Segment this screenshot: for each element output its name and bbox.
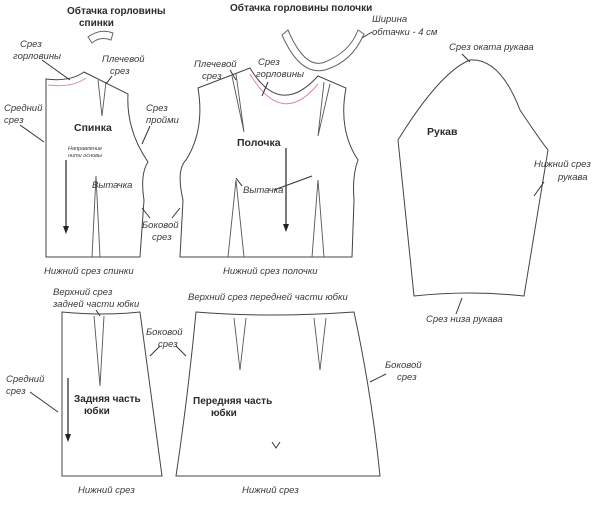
- sleeve-cap-pointer: [461, 53, 471, 63]
- back-center-label: Средний срез: [4, 103, 45, 126]
- front-skirt-side-label: Боковой срез: [385, 360, 424, 383]
- back-armhole-pointer: [141, 125, 151, 145]
- front-neck-facing-piece: [281, 29, 365, 72]
- front-neckline-label: Срез горловины: [256, 57, 304, 80]
- back-hem-label: Нижний срез спинки: [44, 266, 134, 277]
- back-skirt-grain-arrowhead: [65, 434, 71, 442]
- back-neck-facing-piece: [87, 30, 114, 44]
- back-skirt-top-label: Верхний срез задней части юбки: [52, 287, 140, 310]
- back-skirt-top-pointer: [95, 309, 101, 317]
- front-skirt-piece-label: Передняя часть юбки: [193, 396, 275, 419]
- front-skirt-piece: [175, 311, 381, 477]
- back-piece-label: Спинка: [74, 122, 112, 134]
- front-waist-dart-left: [227, 179, 245, 258]
- front-shoulder-dart-left: [231, 73, 245, 133]
- bodice-side-seam-pointer-left: [141, 207, 151, 219]
- sleeve-hem-label: Срез низа рукава: [426, 314, 503, 325]
- front-neckline-pointer: [261, 81, 269, 97]
- facing-width-label: Ширина обтачки - 4 см: [372, 14, 438, 38]
- front-skirt-dart-left: [233, 317, 247, 371]
- sleeve-piece-label: Рукав: [427, 126, 458, 138]
- front-skirt-hem-label: Нижний срез: [242, 485, 299, 496]
- front-dart-label: Вытачка: [243, 185, 283, 196]
- bodice-side-seam-label: Боковой срез: [142, 220, 181, 243]
- sleeve-lower-seam-label: Нижний срез рукава: [534, 159, 593, 183]
- front-facing-title: Обтачка горловины полочки: [230, 2, 372, 14]
- back-dart-label: Вытачка: [92, 180, 132, 191]
- back-neckline-label: Срез горловины: [13, 39, 61, 62]
- front-hem-label: Нижний срез полочки: [223, 266, 318, 277]
- front-bodice-piece: [179, 67, 359, 258]
- back-facing-title: Обтачка горловины спинки: [67, 5, 168, 29]
- sleeve-piece: [397, 59, 549, 297]
- front-skirt-dart-right: [313, 317, 327, 371]
- back-shoulder-pointer: [105, 75, 113, 85]
- back-skirt-piece: [61, 311, 163, 477]
- sleeve-cap-label: Срез оката рукава: [449, 42, 534, 53]
- front-shoulder-pointer: [229, 69, 237, 81]
- back-neckline-pointer: [41, 59, 71, 81]
- facing-width-pointer: [361, 31, 373, 39]
- back-skirt-center-label: Средний срез: [6, 374, 47, 397]
- skirt-side-pointer-right: [175, 345, 187, 357]
- front-skirt-top-label: Верхний срез передней части юбки: [188, 292, 348, 303]
- front-grain-arrowhead: [283, 224, 289, 232]
- front-waist-dart-right: [311, 179, 325, 258]
- bodice-side-seam-pointer-right: [171, 207, 181, 219]
- back-grain-label: Направление нити основы: [68, 146, 104, 159]
- front-neckline-facing-line: [249, 73, 319, 105]
- front-dart-pointer-right: [273, 175, 313, 191]
- front-shoulder-dart-right: [317, 81, 331, 137]
- back-grain-arrowhead: [63, 226, 69, 234]
- back-neckline-facing-line: [47, 77, 87, 87]
- back-skirt-dart: [93, 315, 105, 387]
- front-shoulder-label: Плечевой срез: [194, 59, 239, 82]
- back-waist-dart: [91, 175, 101, 258]
- sleeve-hem-pointer: [455, 297, 463, 315]
- back-center-pointer: [19, 124, 45, 143]
- back-bodice-piece: [45, 71, 149, 258]
- front-skirt-center-mark: [271, 441, 281, 449]
- back-skirt-center-pointer: [29, 391, 59, 413]
- skirt-side-left-label: Боковой срез: [146, 327, 185, 350]
- front-skirt-side-pointer: [369, 373, 387, 383]
- back-armhole-label: Срез пройми: [146, 103, 180, 126]
- skirt-side-pointer-left: [149, 345, 161, 357]
- back-skirt-piece-label: Задняя часть юбки: [74, 394, 143, 417]
- front-dart-pointer-left: [235, 177, 243, 187]
- back-shoulder-label: Плечевой срез: [102, 54, 147, 77]
- back-shoulder-dart: [97, 79, 107, 117]
- back-skirt-hem-label: Нижний срез: [78, 485, 135, 496]
- front-piece-label: Полочка: [237, 137, 281, 149]
- sleeve-lower-seam-pointer: [533, 181, 545, 197]
